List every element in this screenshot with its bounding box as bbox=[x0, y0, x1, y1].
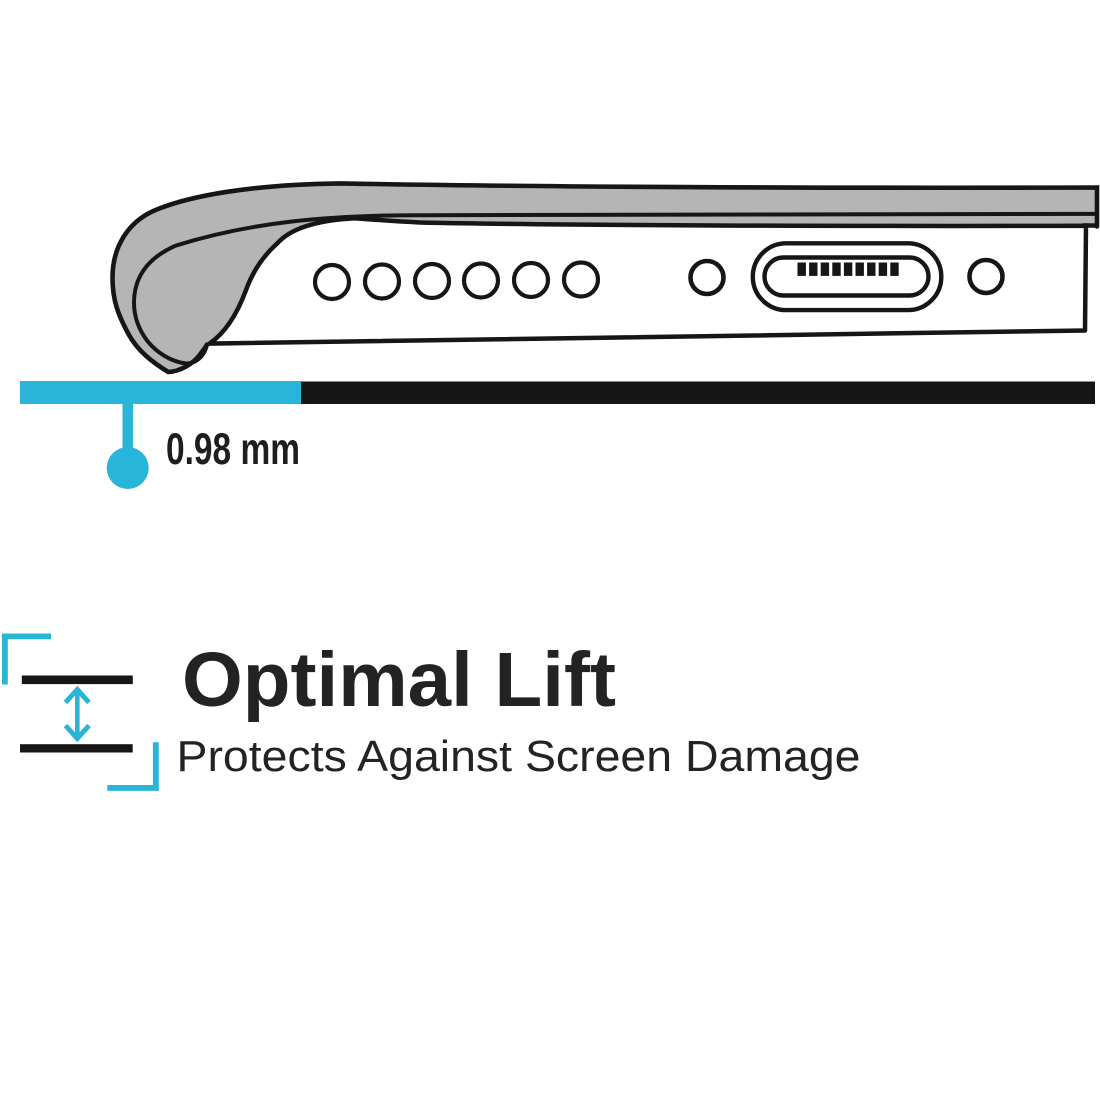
svg-text:0.98 mm: 0.98 mm bbox=[166, 425, 300, 474]
svg-text:Optimal Lift: Optimal Lift bbox=[182, 637, 616, 723]
svg-text:Protects Against Screen Damage: Protects Against Screen Damage bbox=[177, 732, 861, 781]
